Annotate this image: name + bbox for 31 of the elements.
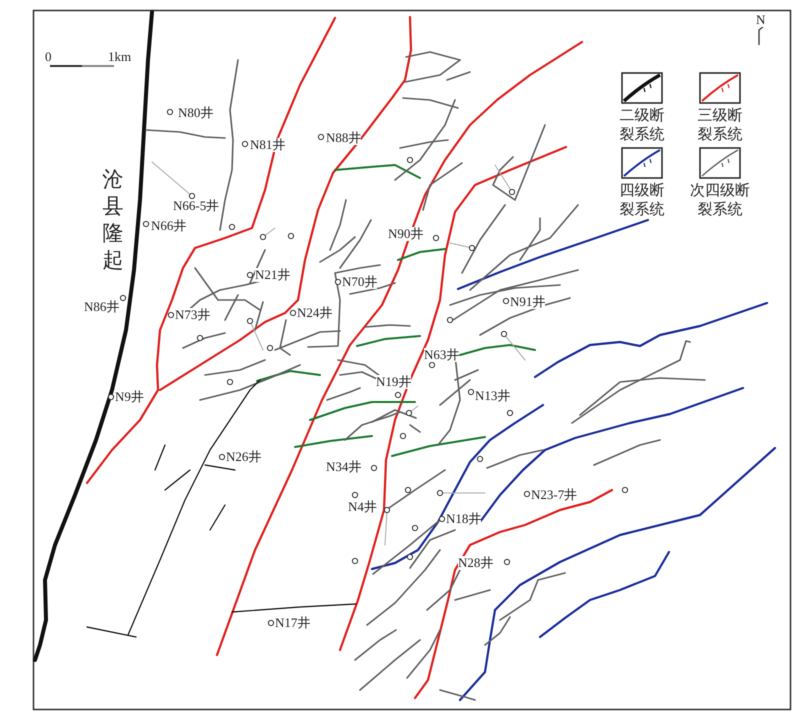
well-label: N17井 xyxy=(275,616,310,630)
north-label: N xyxy=(756,13,766,27)
well-label: N70井 xyxy=(342,275,378,289)
well-label: N21井 xyxy=(255,268,290,282)
legend-label: 三级断裂系统 xyxy=(696,107,744,145)
legend-label: 二级断裂系统 xyxy=(618,107,666,145)
well-label: N88井 xyxy=(326,131,362,145)
well-label: N81井 xyxy=(250,138,286,152)
well-label: N86井 xyxy=(84,300,120,314)
well-label: N9井 xyxy=(115,390,144,404)
well-label: N19井 xyxy=(376,375,412,389)
region-label: 沧县隆起 xyxy=(102,166,124,274)
well-label: N90井 xyxy=(388,227,424,241)
well-label: N73井 xyxy=(175,308,210,322)
well-label: N18井 xyxy=(446,512,482,526)
well-label: N34井 xyxy=(326,460,362,474)
legend-label: 次四级断裂系统 xyxy=(689,182,751,220)
well-label: N4井 xyxy=(348,500,377,514)
well-label: N24井 xyxy=(297,306,332,320)
scale-label: 0 xyxy=(45,50,52,64)
well-label: N80井 xyxy=(178,106,214,120)
legend-label: 四级断裂系统 xyxy=(618,182,666,220)
well-label: N28井 xyxy=(458,556,494,570)
well-label: N91井 xyxy=(510,295,546,309)
well-label: N13井 xyxy=(475,389,510,403)
well-label: N23-7井 xyxy=(531,488,578,502)
well-label: N66-5井 xyxy=(173,199,220,213)
well-label: N63井 xyxy=(424,348,460,362)
well-label: N66井 xyxy=(151,219,186,233)
well-label: N26井 xyxy=(226,450,262,464)
scale-label: 1km xyxy=(108,50,132,64)
